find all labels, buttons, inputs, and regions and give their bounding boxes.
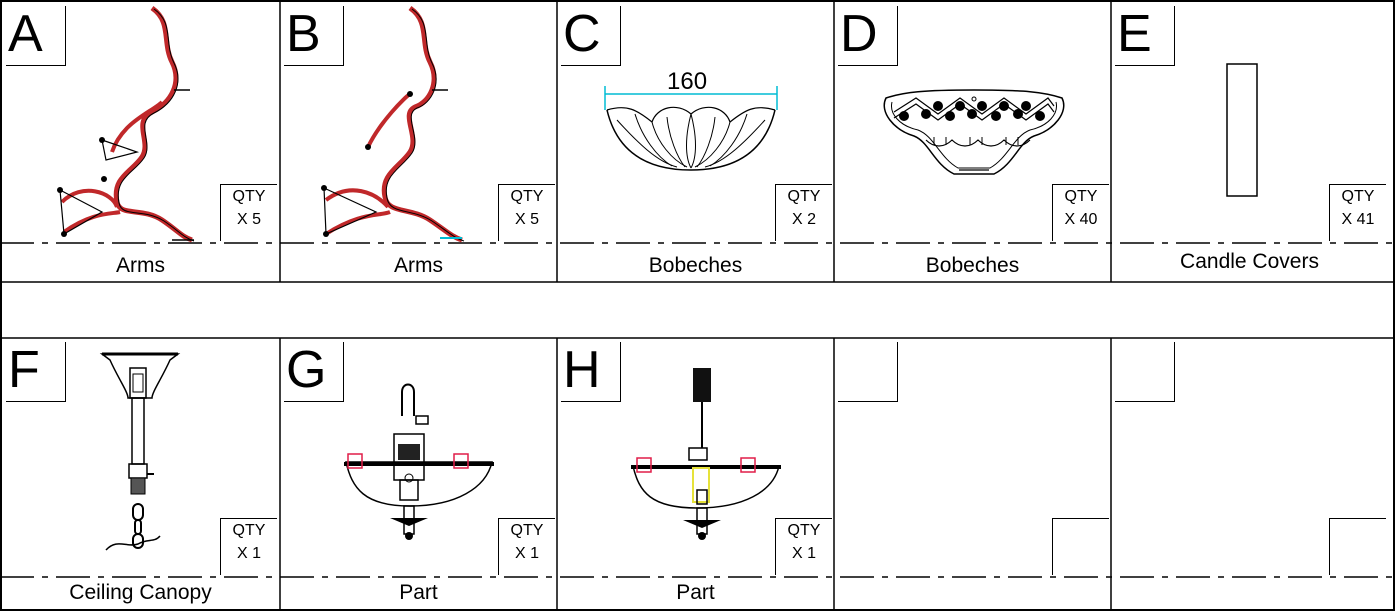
panel-b: B QTY X 5 Arms (280, 2, 557, 282)
quantity-box: QTY X 1 (220, 518, 277, 575)
panel-letter-box: C (561, 5, 621, 66)
quantity-value: X 41 (1341, 211, 1375, 228)
panel-letter: B (286, 5, 321, 63)
quantity-box: QTY X 1 (498, 518, 555, 575)
part-name: Candle Covers (1180, 250, 1319, 273)
part-name: Part (676, 581, 715, 604)
panel-a: A QTY X 5 Arms (2, 2, 279, 282)
panel-letter-box: B (284, 5, 344, 66)
quantity-label: QTY (510, 522, 544, 539)
panel-f: F QTY X 1 Ceiling Canopy (2, 338, 279, 611)
bobeche-bowl-drawing (604, 86, 778, 171)
part-name: Arms (116, 254, 165, 277)
quantity-box: QTY X 41 (1329, 184, 1386, 241)
body-assembly-drawing (631, 368, 781, 540)
panel-letter: E (1117, 5, 1152, 63)
panel-letter-box: A (6, 5, 66, 66)
quantity-box: QTY X 5 (498, 184, 555, 241)
ceiling-canopy-drawing (99, 352, 181, 551)
quantity-box (1052, 518, 1109, 575)
panel-letter-box (1115, 342, 1175, 402)
quantity-value: X 5 (236, 211, 261, 228)
quantity-label: QTY (1064, 188, 1098, 205)
panel-letter: F (8, 341, 40, 399)
quantity-box: QTY X 1 (775, 518, 832, 575)
part-name: Part (399, 581, 438, 604)
quantity-value: X 1 (236, 545, 261, 562)
bobeche-cut-drawing (883, 89, 1065, 175)
part-name: Arms (394, 254, 443, 277)
quantity-value: X 1 (791, 545, 816, 562)
panel-letter: C (563, 5, 601, 63)
quantity-value: X 5 (514, 211, 539, 228)
panel-letter-box: H (561, 341, 621, 402)
panel-e: E QTY X 41 Candle Covers (1111, 2, 1388, 282)
quantity-label: QTY (787, 522, 821, 539)
panel-c: C QTY X 2 Bobeches 160 (557, 2, 834, 282)
quantity-label: QTY (232, 522, 266, 539)
panel-letter-box (838, 342, 898, 402)
quantity-value: X 40 (1064, 211, 1098, 228)
quantity-box: QTY X 5 (220, 184, 277, 241)
panel-h: H QTY X 1 Part (557, 338, 834, 611)
candle-cover-drawing (1226, 63, 1258, 197)
panel-letter: A (8, 5, 43, 63)
quantity-box (1329, 518, 1386, 575)
arm-drawing (321, 5, 465, 243)
panel-g: G QTY X 1 Part (280, 338, 557, 611)
arm-drawing (57, 5, 195, 243)
panel-empty (1111, 338, 1388, 611)
panel-d: D QTY X 40 Bobeches (834, 2, 1111, 282)
panel-letter-box: G (284, 341, 344, 402)
panel-letter: H (563, 341, 601, 399)
quantity-box: QTY X 40 (1052, 184, 1109, 241)
part-name: Bobeches (925, 254, 1020, 277)
panel-letter-box: D (838, 5, 898, 66)
panel-letter-box: E (1115, 5, 1175, 66)
quantity-label: QTY (232, 188, 266, 205)
body-assembly-drawing (344, 383, 494, 540)
quantity-value: X 1 (514, 545, 539, 562)
panel-empty (834, 338, 1111, 611)
part-name: Ceiling Canopy (69, 581, 212, 604)
part-name: Bobeches (648, 254, 743, 277)
panel-letter: G (286, 341, 327, 399)
quantity-label: QTY (787, 188, 821, 205)
quantity-value: X 2 (791, 211, 816, 228)
quantity-label: QTY (510, 188, 544, 205)
dimension-label: 160 (667, 68, 708, 95)
quantity-box: QTY X 2 (775, 184, 832, 241)
panel-letter-box: F (6, 341, 66, 402)
quantity-label: QTY (1341, 188, 1375, 205)
panel-letter: D (840, 5, 878, 63)
